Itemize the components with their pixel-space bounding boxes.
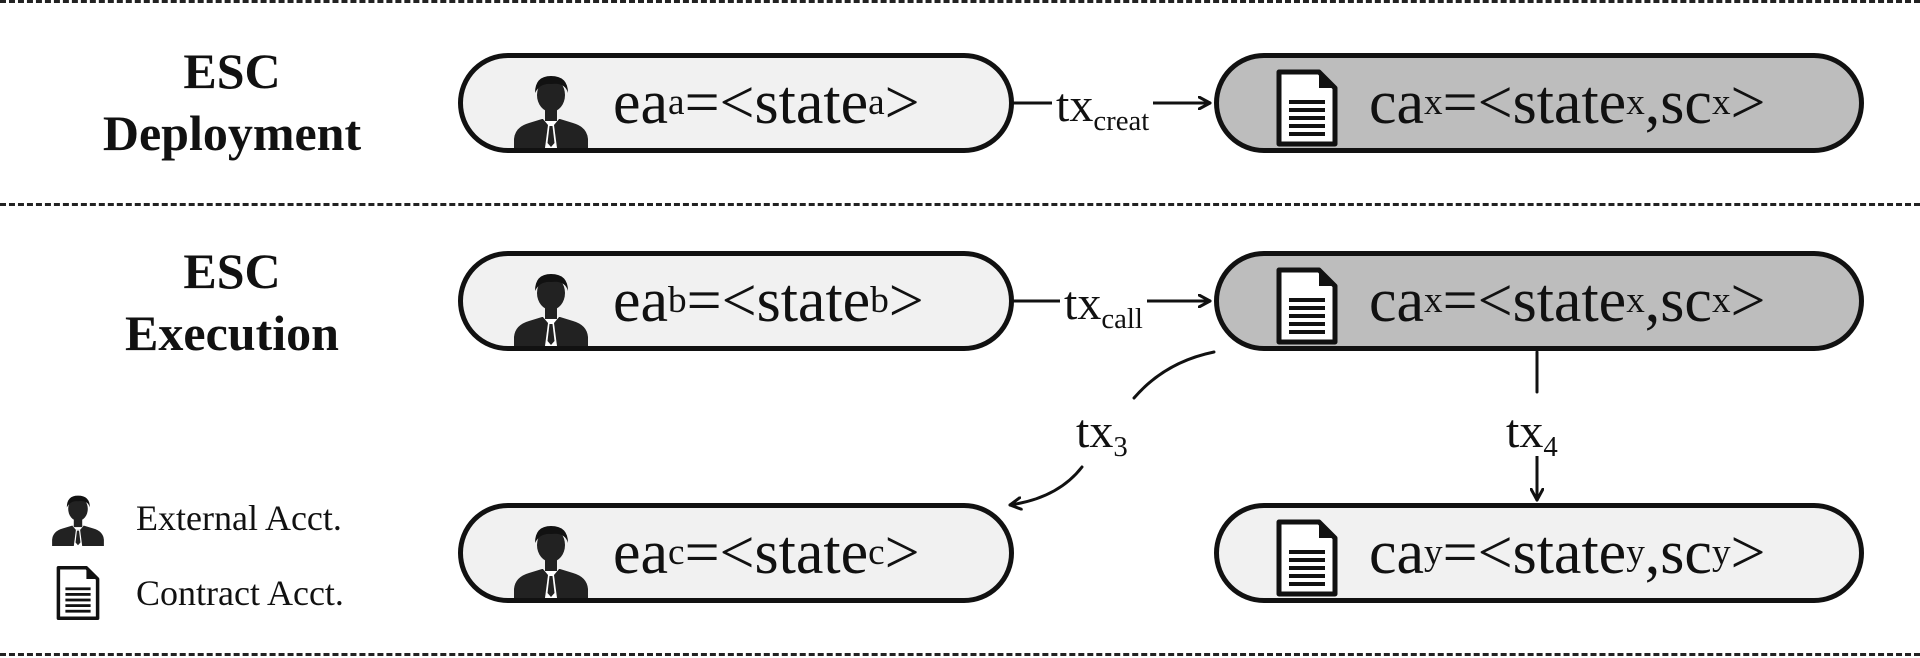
document-icon xyxy=(1267,68,1347,148)
divider-middle xyxy=(0,203,1920,206)
edge-label-tx-4: tx4 xyxy=(1502,408,1562,462)
section-title-execution: ESC Execution xyxy=(82,240,382,364)
document-icon xyxy=(1267,518,1347,598)
legend-external-account: External Acct. xyxy=(50,490,342,546)
edge-label-tx-3: tx3 xyxy=(1072,408,1132,462)
person-icon xyxy=(50,490,106,546)
person-icon xyxy=(511,518,591,598)
person-icon xyxy=(511,68,591,148)
edge-label-tx-call: txcall xyxy=(1060,280,1147,334)
divider-top xyxy=(0,0,1920,3)
section-title-line: ESC xyxy=(183,43,281,99)
edge-label-tx-creat: txcreat xyxy=(1052,82,1154,136)
document-icon xyxy=(50,565,106,621)
legend-contract-account: Contract Acct. xyxy=(50,565,344,621)
legend-label: External Acct. xyxy=(136,498,342,538)
section-title-line: Execution xyxy=(125,305,339,361)
section-title-deployment: ESC Deployment xyxy=(82,40,382,164)
legend-label: Contract Acct. xyxy=(136,573,344,613)
section-title-line: Deployment xyxy=(102,105,362,161)
divider-bottom xyxy=(0,653,1920,656)
section-title-line: ESC xyxy=(183,243,281,299)
person-icon xyxy=(511,266,591,346)
document-icon xyxy=(1267,266,1347,346)
